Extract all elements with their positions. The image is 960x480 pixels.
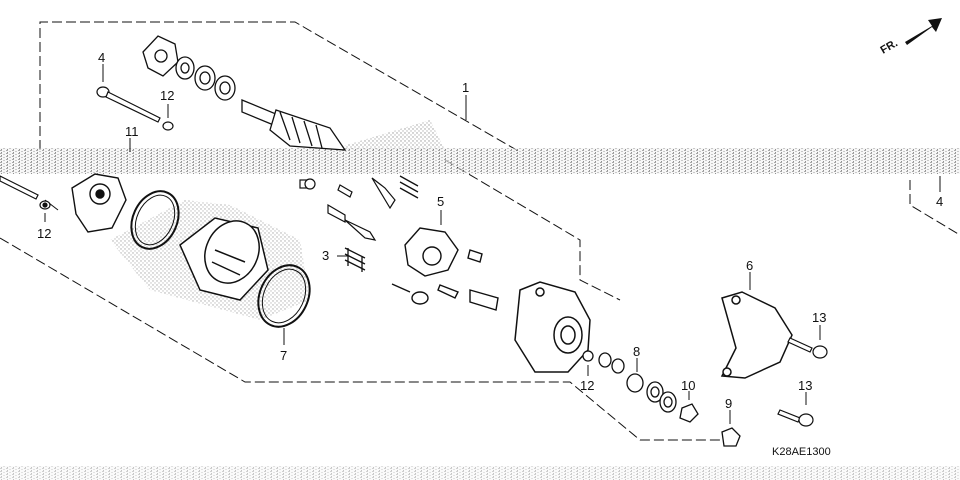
callout-labels: 1 4 4 12 11 12 3 5 7 6 13 13 8 12 10 9 xyxy=(37,50,943,411)
rear-cover-housing xyxy=(514,281,591,373)
callout-11: 11 xyxy=(125,124,139,139)
long-through-bolt-top xyxy=(96,86,161,123)
leader-lines xyxy=(44,64,941,424)
callout-3: 3 xyxy=(322,248,329,263)
armature-shaft xyxy=(241,99,347,151)
yoke-housing xyxy=(179,217,269,301)
callout-13-lower: 13 xyxy=(798,378,812,393)
front-cover-housing xyxy=(71,173,127,233)
callout-9: 9 xyxy=(725,396,732,411)
callout-13-upper: 13 xyxy=(812,310,826,325)
callout-5: 5 xyxy=(437,194,444,209)
callout-12-left: 12 xyxy=(37,226,51,241)
part-code-label: K28AE1300 xyxy=(772,446,831,458)
brush-holder-set xyxy=(299,177,396,241)
callout-1-top: 1 xyxy=(462,80,469,95)
flange-bolts-13 xyxy=(777,337,828,427)
washer-12-small xyxy=(39,121,174,210)
scan-noise-band xyxy=(0,148,960,480)
flange-nut-9 xyxy=(721,427,741,447)
bracket-cover-6 xyxy=(720,291,793,379)
callout-8: 8 xyxy=(633,344,640,359)
callout-4-left: 4 xyxy=(98,50,105,65)
dashed-boundary xyxy=(0,21,960,441)
callout-6: 6 xyxy=(746,258,753,273)
callout-7: 7 xyxy=(280,348,287,363)
front-direction-arrow: FR. xyxy=(879,18,942,57)
o-ring-11 xyxy=(130,190,180,250)
o-ring-7 xyxy=(257,264,311,328)
brush-holder-plate-5 xyxy=(391,227,499,311)
callout-12-top: 12 xyxy=(160,88,174,103)
callout-12-bottom: 12 xyxy=(580,378,594,393)
rear-bracket-plate xyxy=(142,35,179,77)
long-through-bolt-left xyxy=(0,175,39,200)
brush-spring-3 xyxy=(344,175,419,272)
washer-set-top xyxy=(175,56,236,101)
callout-10: 10 xyxy=(681,378,695,393)
washer-stack-8 xyxy=(582,350,699,423)
callout-4-right: 4 xyxy=(936,194,943,209)
front-direction-label: FR. xyxy=(879,37,900,56)
